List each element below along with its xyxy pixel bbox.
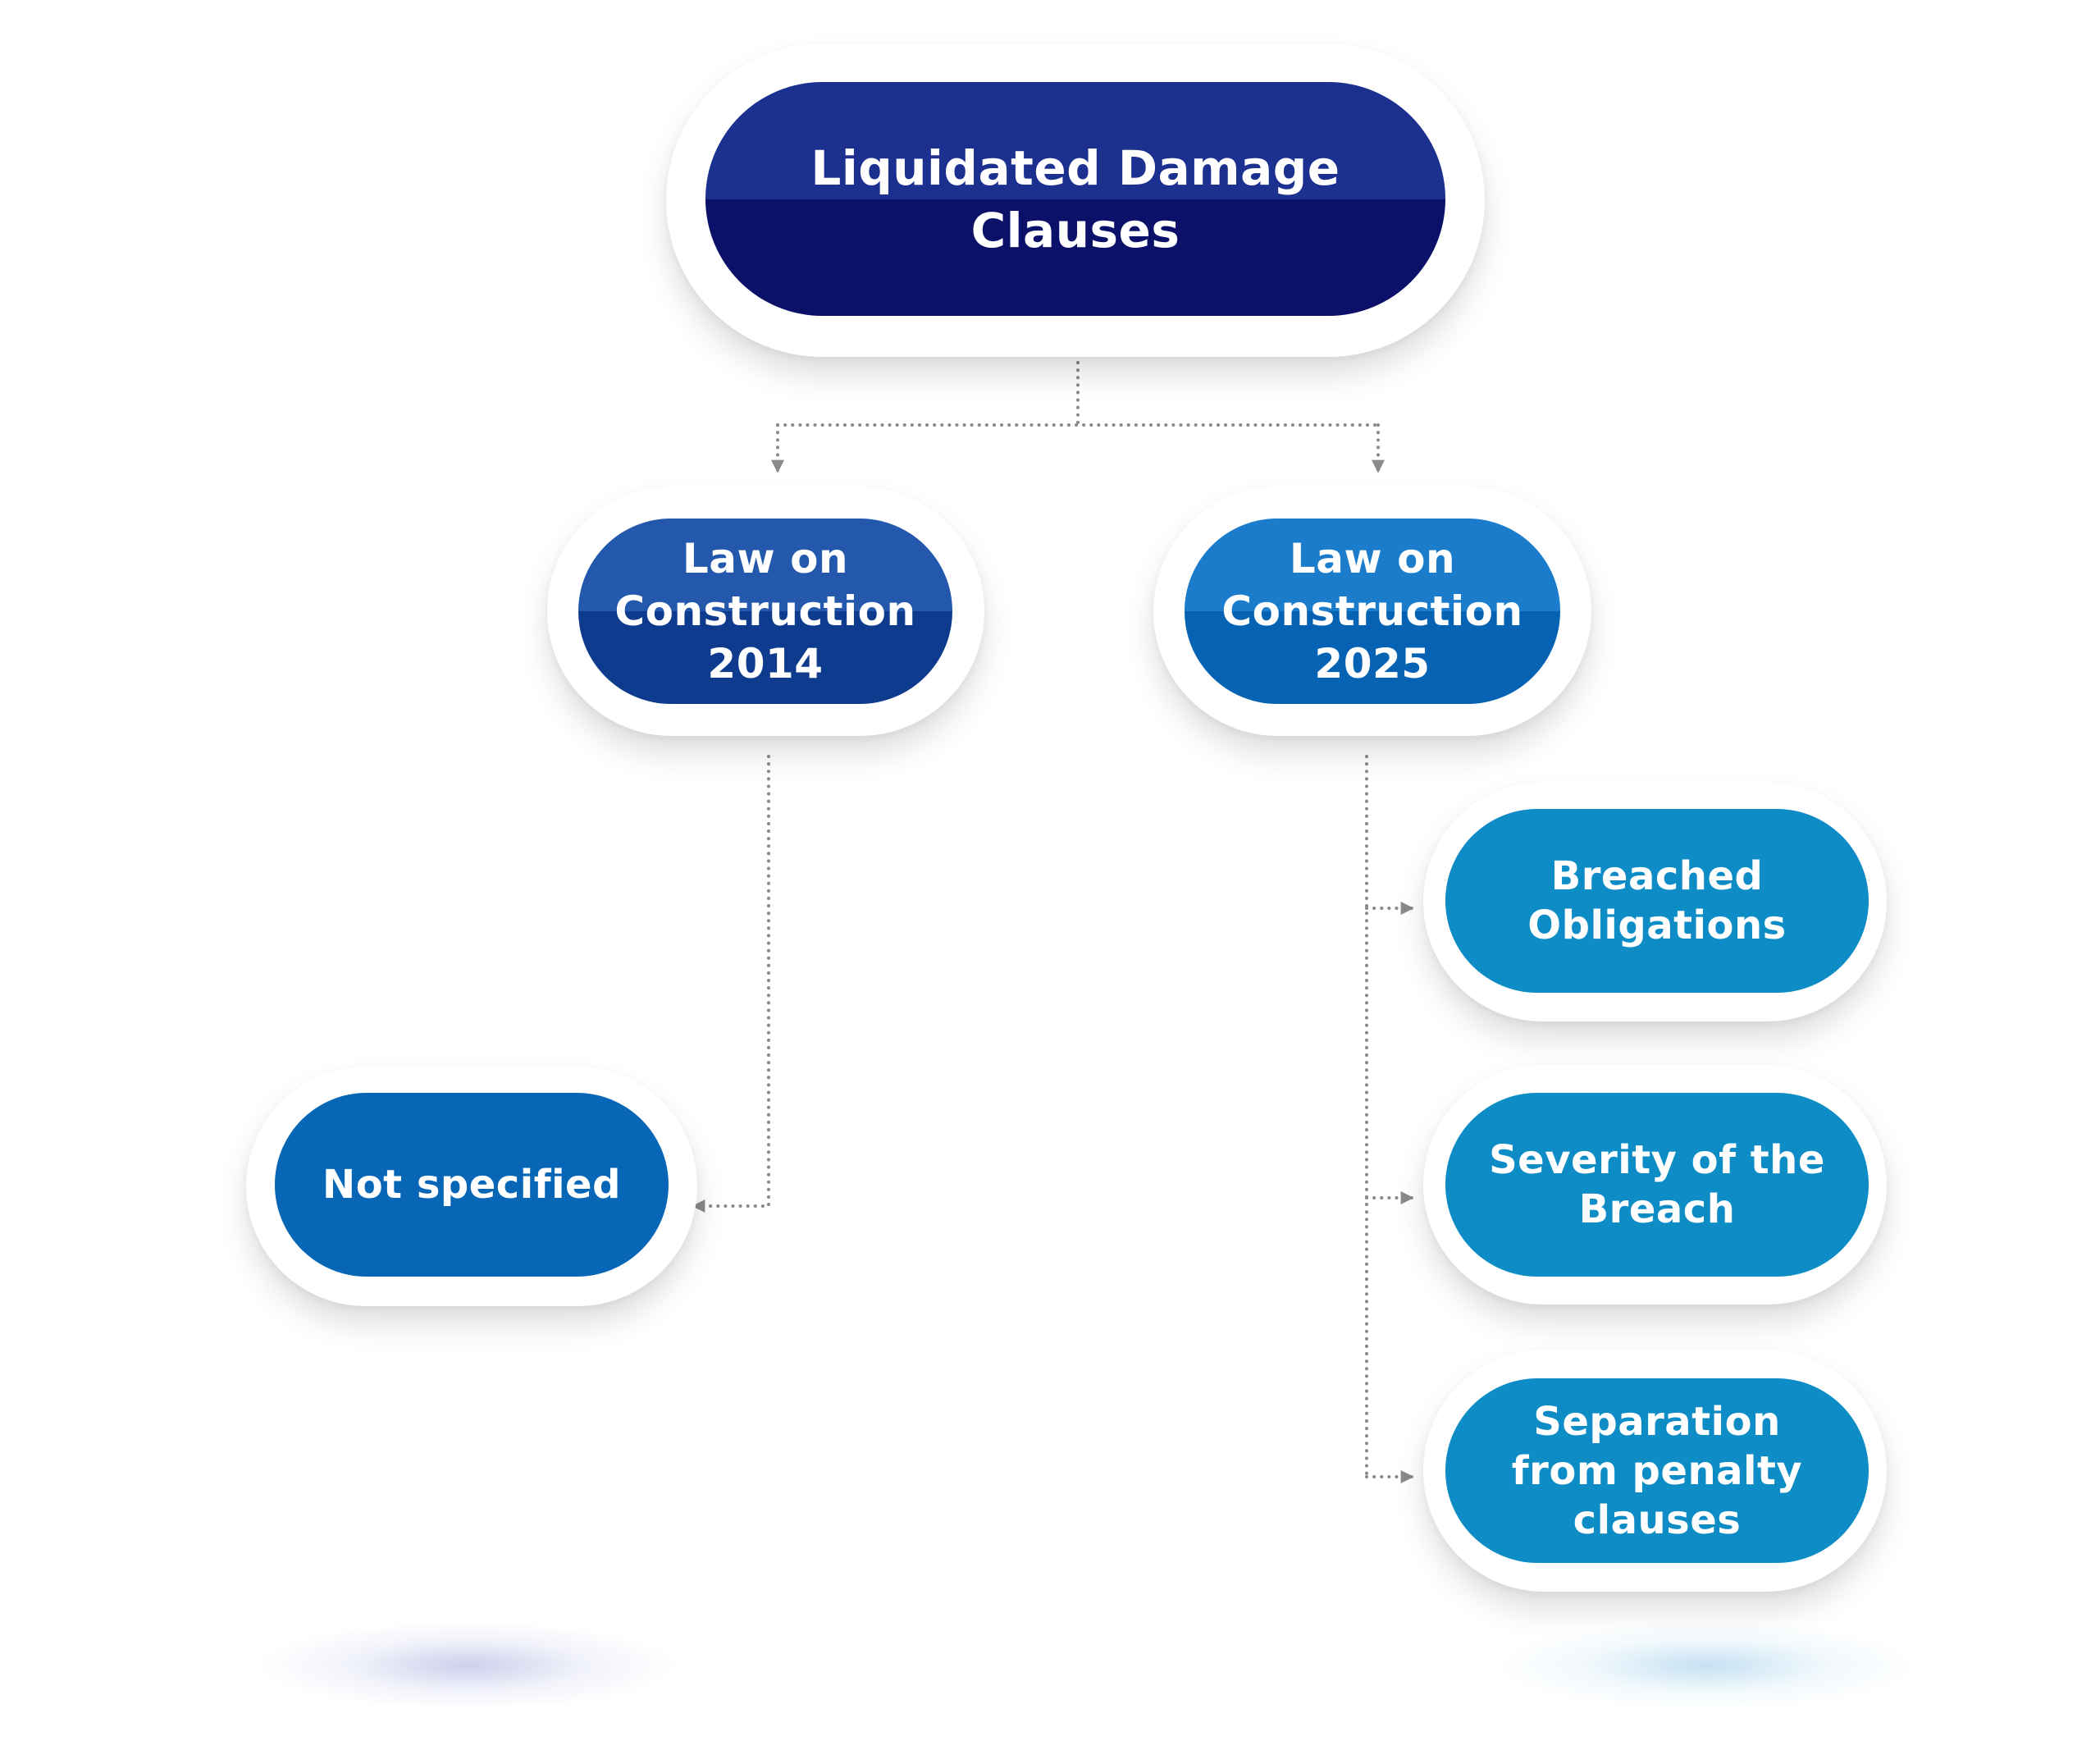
not-specified-node: Not specified: [275, 1093, 669, 1277]
law-2025-top-band: [1185, 519, 1560, 611]
connector-2014-to-not-specified: [692, 755, 770, 1213]
not-specified-label: Not specified: [322, 1162, 621, 1208]
severity-of-breach-label: Severity of the Breach: [1489, 1137, 1825, 1232]
law-2025-node: Law on Construction 2025: [1185, 519, 1560, 704]
shadow-glow-left: [254, 1620, 681, 1711]
root-node-bottom-band: [705, 199, 1445, 316]
root-node-top-band: [705, 82, 1445, 199]
breached-obligations-node: Breached Obligations: [1445, 809, 1869, 993]
law-2025-label: Law on Construction 2025: [1221, 535, 1523, 688]
law-2014-top-band: [578, 519, 952, 611]
shadow-glow-right: [1493, 1620, 1920, 1711]
law-2014-bottom-band: [578, 611, 952, 704]
root-node-label: Liquidated Damage Clauses: [810, 139, 1340, 258]
law-2025-bottom-band: [1185, 611, 1560, 704]
severity-of-breach-node: Severity of the Breach: [1445, 1093, 1869, 1277]
law-2014-node: Law on Construction 2014: [578, 519, 952, 704]
root-node: Liquidated Damage Clauses: [705, 82, 1445, 316]
law-2014-label: Law on Construction 2014: [614, 535, 916, 688]
separation-penalty-node: Separation from penalty clauses: [1445, 1378, 1869, 1563]
separation-penalty-label: Separation from penalty clauses: [1511, 1398, 1803, 1543]
breached-obligations-label: Breached Obligations: [1527, 853, 1787, 948]
